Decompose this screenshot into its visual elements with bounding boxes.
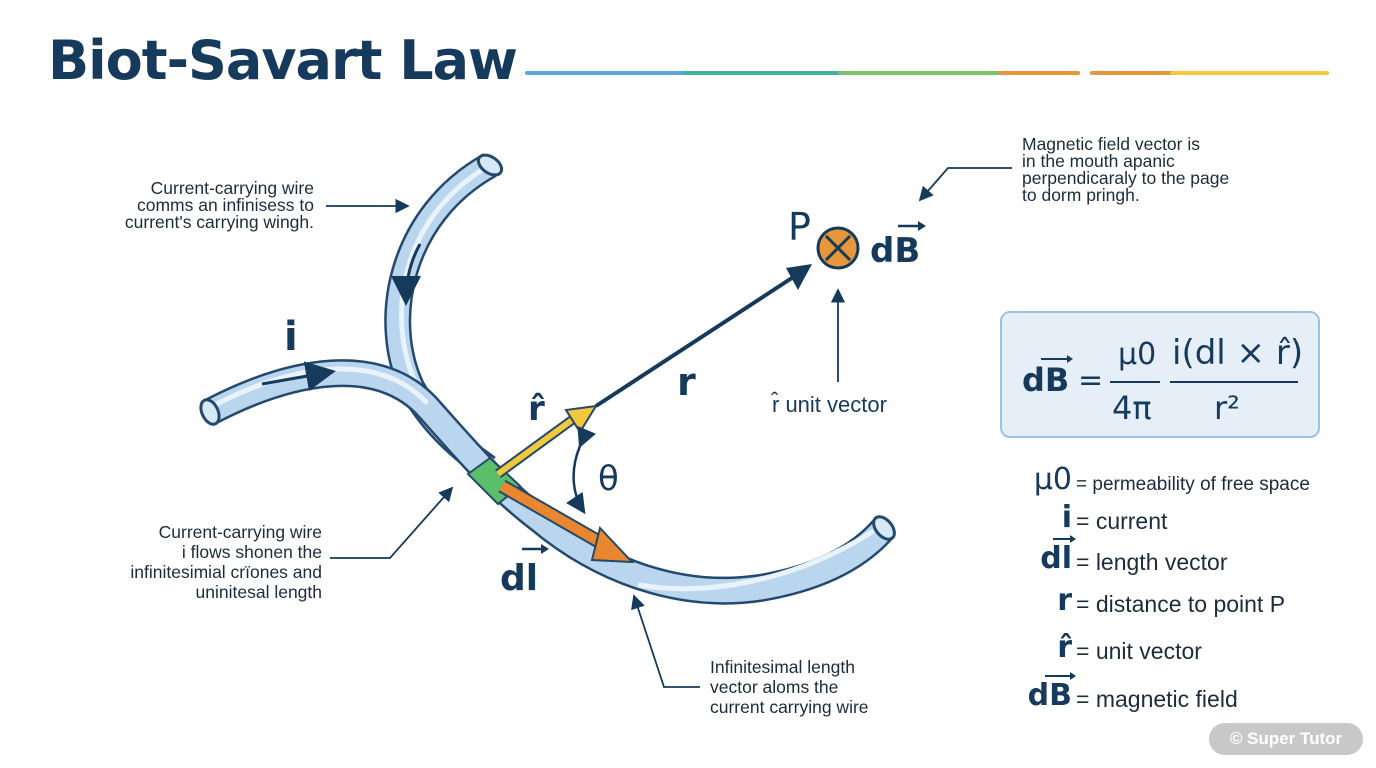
formula-main-bar	[1170, 381, 1298, 383]
field-into-page-icon	[816, 226, 860, 270]
label-point: P	[788, 205, 811, 249]
label-field: dB	[870, 221, 926, 271]
leader-dl	[631, 594, 700, 688]
legend-symbol: μ0	[1033, 462, 1072, 497]
legend-row-distance: r = distance to point P	[1020, 583, 1340, 619]
legend-symbol: dl	[1040, 535, 1076, 576]
legend-row-current: i = current	[1020, 500, 1340, 536]
legend-text: = permeability of free space	[1076, 474, 1310, 495]
watermark-badge: © Super Tutor	[1209, 723, 1363, 755]
formula-denominator: r²	[1214, 389, 1240, 427]
formula-lhs: dB	[1022, 355, 1074, 399]
leader-field	[918, 167, 1012, 202]
formula-fraction-bar	[1110, 381, 1160, 383]
label-current: i	[284, 314, 298, 360]
legend-row-magnetic-field: dB = magnetic field	[1020, 672, 1340, 714]
dl-arrow-head	[590, 525, 635, 564]
legend-row-permeability: μ0 = permeability of free space	[1020, 462, 1340, 498]
legend-row-length-vector: dl = length vector	[1020, 535, 1340, 577]
r-hat-arrow-head	[564, 404, 598, 434]
current-arrow-icon	[391, 243, 422, 306]
label-r-hat: r̂	[528, 389, 545, 429]
label-r-distance: r	[677, 360, 696, 404]
current-arrow-icon	[261, 361, 336, 391]
formula-four-pi: 4π	[1112, 389, 1152, 427]
note-current-element: Current-carrying wire i flows shonen the…	[130, 522, 322, 602]
legend-symbol: r̂	[1057, 630, 1072, 665]
legend-text: = current	[1076, 508, 1168, 534]
theta-arc	[565, 426, 596, 515]
formula-equals: =	[1078, 363, 1104, 398]
svg-text:dB: dB	[870, 231, 920, 271]
legend-text: = magnetic field	[1076, 686, 1238, 712]
legend-symbol: i	[1061, 500, 1072, 535]
legend-row-unit-vector: r̂ = unit vector	[1020, 630, 1340, 666]
svg-text:dl: dl	[500, 558, 538, 599]
label-theta: θ	[598, 459, 619, 499]
formula-mu: μ0	[1118, 337, 1157, 372]
formula-box: dB = μ0 4π i(dl × r̂) r²	[1000, 311, 1320, 438]
note-magnetic-field-vector: Magnetic field vector is in the mouth ap…	[1022, 134, 1230, 205]
legend-symbol: r	[1057, 583, 1072, 618]
label-dl: dl	[500, 544, 549, 599]
r-vector-arrow	[594, 272, 800, 408]
note-length-vector: Infinitesimal length vector aloms the cu…	[710, 657, 869, 717]
legend-text: = distance to point P	[1076, 591, 1286, 617]
leader-element	[330, 486, 454, 559]
label-unit-vector: r̂ unit vector	[771, 392, 887, 417]
legend-text: = unit vector	[1076, 638, 1202, 664]
legend-text: = length vector	[1076, 549, 1228, 575]
page-title: Biot-Savart Law	[48, 29, 518, 92]
formula-numerator: i(dl × r̂)	[1172, 333, 1304, 373]
r-vector-arrow-head	[786, 264, 812, 290]
note-current-carrying-wire: Current-carrying wire comms an infinises…	[124, 178, 314, 232]
legend-symbol: dB	[1027, 672, 1077, 713]
